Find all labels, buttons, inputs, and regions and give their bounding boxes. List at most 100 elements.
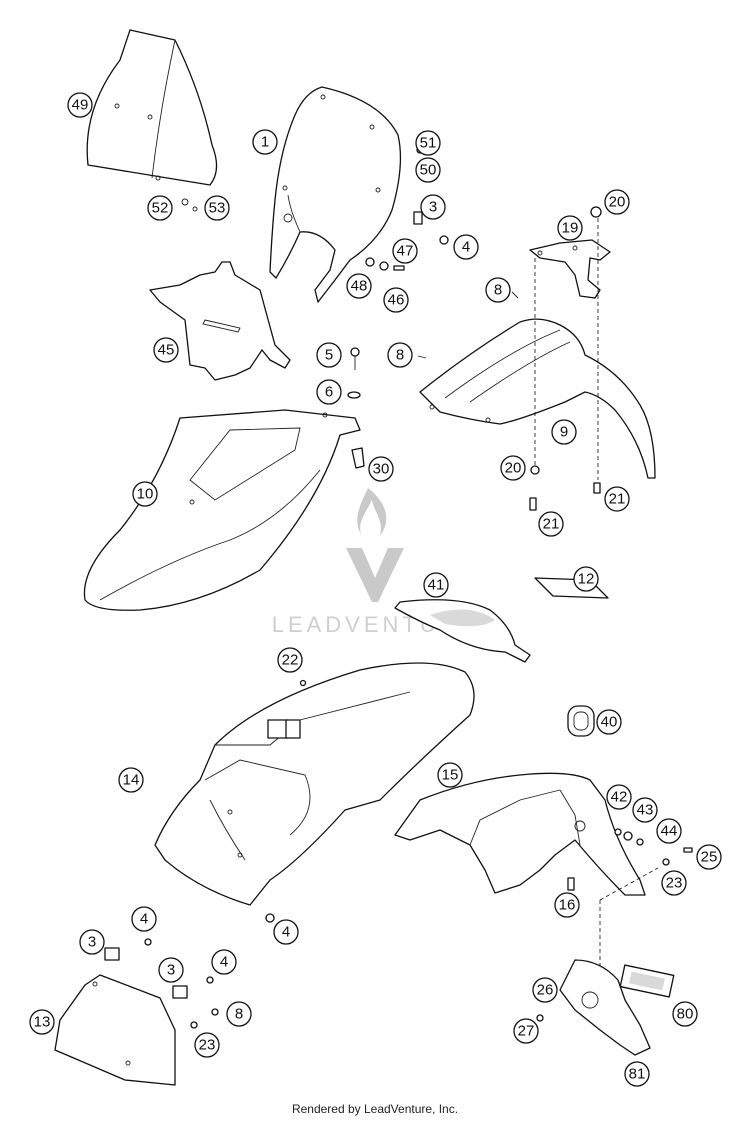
callout-4: 4	[453, 234, 479, 260]
part-headlight-bracket	[149, 261, 291, 381]
callout-circle	[131, 906, 157, 932]
part-rear-fender	[83, 409, 365, 611]
callout-circle	[158, 957, 184, 983]
callout-number: 21	[609, 491, 626, 508]
callout-53: 53	[204, 195, 230, 221]
callout-8: 8	[387, 342, 413, 368]
callout-circle	[538, 511, 564, 537]
callout-number: 1	[261, 134, 269, 151]
part-tail-section	[154, 662, 475, 906]
callout-circle	[557, 215, 583, 241]
callout-circle	[423, 572, 449, 598]
callout-circle	[118, 767, 144, 793]
callout-number: 50	[420, 162, 437, 179]
callout-circle	[383, 287, 409, 313]
callout-circle	[672, 1001, 698, 1027]
callout-number: 51	[420, 135, 437, 152]
callout-4: 4	[131, 906, 157, 932]
callout-number: 4	[220, 954, 228, 971]
callout-circle	[437, 762, 463, 788]
callout-45: 45	[153, 337, 179, 363]
callout-circle	[596, 709, 622, 735]
callout-number: 8	[396, 347, 404, 364]
part-fender-bracket	[529, 206, 611, 299]
callout-15: 15	[437, 762, 463, 788]
callout-number: 41	[428, 577, 445, 594]
callout-1: 1	[252, 129, 278, 155]
callout-49: 49	[67, 92, 93, 118]
callout-50: 50	[415, 157, 441, 183]
callout-circle	[387, 342, 413, 368]
callout-circle	[368, 456, 394, 482]
callout-number: 3	[88, 934, 96, 951]
callout-number: 19	[562, 220, 579, 237]
callout-44: 44	[656, 818, 682, 844]
callout-19: 19	[557, 215, 583, 241]
callout-circle	[696, 844, 722, 870]
callout-47: 47	[392, 238, 418, 264]
part-grommet	[567, 705, 595, 737]
callout-20: 20	[604, 189, 630, 215]
callout-circle	[67, 92, 93, 118]
callout-41: 41	[423, 572, 449, 598]
callout-circle	[656, 818, 682, 844]
callout-number: 4	[140, 911, 148, 928]
callout-circle	[624, 1061, 650, 1087]
callout-circle	[420, 194, 446, 220]
callout-number: 13	[34, 1014, 51, 1031]
callout-circle	[29, 1009, 55, 1035]
callout-circle	[632, 797, 658, 823]
render-credit: Rendered by LeadVenture, Inc.	[291, 1102, 459, 1116]
callout-number: 8	[235, 1006, 243, 1023]
part-rear-mudguard	[394, 772, 646, 896]
callout-number: 25	[701, 849, 718, 866]
callout-number: 4	[462, 239, 470, 256]
callout-circle	[604, 486, 630, 512]
callout-20: 20	[500, 455, 526, 481]
callout-circle	[211, 949, 237, 975]
callout-51: 51	[415, 130, 441, 156]
callout-number: 30	[373, 461, 390, 478]
callout-number: 81	[629, 1066, 646, 1083]
callout-circle	[204, 195, 230, 221]
callout-number: 9	[560, 424, 568, 441]
callout-number: 80	[677, 1006, 694, 1023]
callout-3: 3	[420, 194, 446, 220]
callout-circle	[226, 1001, 252, 1027]
callout-8: 8	[226, 1001, 252, 1027]
callout-circle	[147, 195, 173, 221]
callout-circle	[661, 870, 687, 896]
hardware-fender-screws	[347, 291, 601, 511]
callout-3: 3	[79, 929, 105, 955]
callout-circle	[453, 234, 479, 260]
callout-3: 3	[158, 957, 184, 983]
callout-8: 8	[485, 277, 511, 303]
callout-43: 43	[632, 797, 658, 823]
callout-number: 6	[325, 384, 333, 401]
callout-25: 25	[696, 844, 722, 870]
callout-number: 48	[351, 278, 368, 295]
callout-81: 81	[624, 1061, 650, 1087]
callout-number: 21	[543, 516, 560, 533]
callout-circle	[132, 481, 158, 507]
part-windscreen	[86, 29, 218, 212]
callout-13: 13	[29, 1009, 55, 1035]
part-front-fender	[419, 318, 656, 479]
callout-number: 53	[209, 200, 226, 217]
callout-circle	[153, 337, 179, 363]
callout-80: 80	[672, 1001, 698, 1027]
part-license-plate	[54, 938, 219, 1086]
callout-4: 4	[211, 949, 237, 975]
callout-14: 14	[118, 767, 144, 793]
callout-30: 30	[368, 456, 394, 482]
callout-9: 9	[551, 419, 577, 445]
callout-number: 15	[442, 767, 459, 784]
callout-40: 40	[596, 709, 622, 735]
part-reflector	[619, 964, 675, 998]
callout-number: 27	[518, 1023, 535, 1040]
part-seat-bracket	[394, 599, 531, 663]
callout-23: 23	[194, 1032, 220, 1058]
callout-circle	[606, 784, 632, 810]
callout-number: 10	[137, 486, 154, 503]
